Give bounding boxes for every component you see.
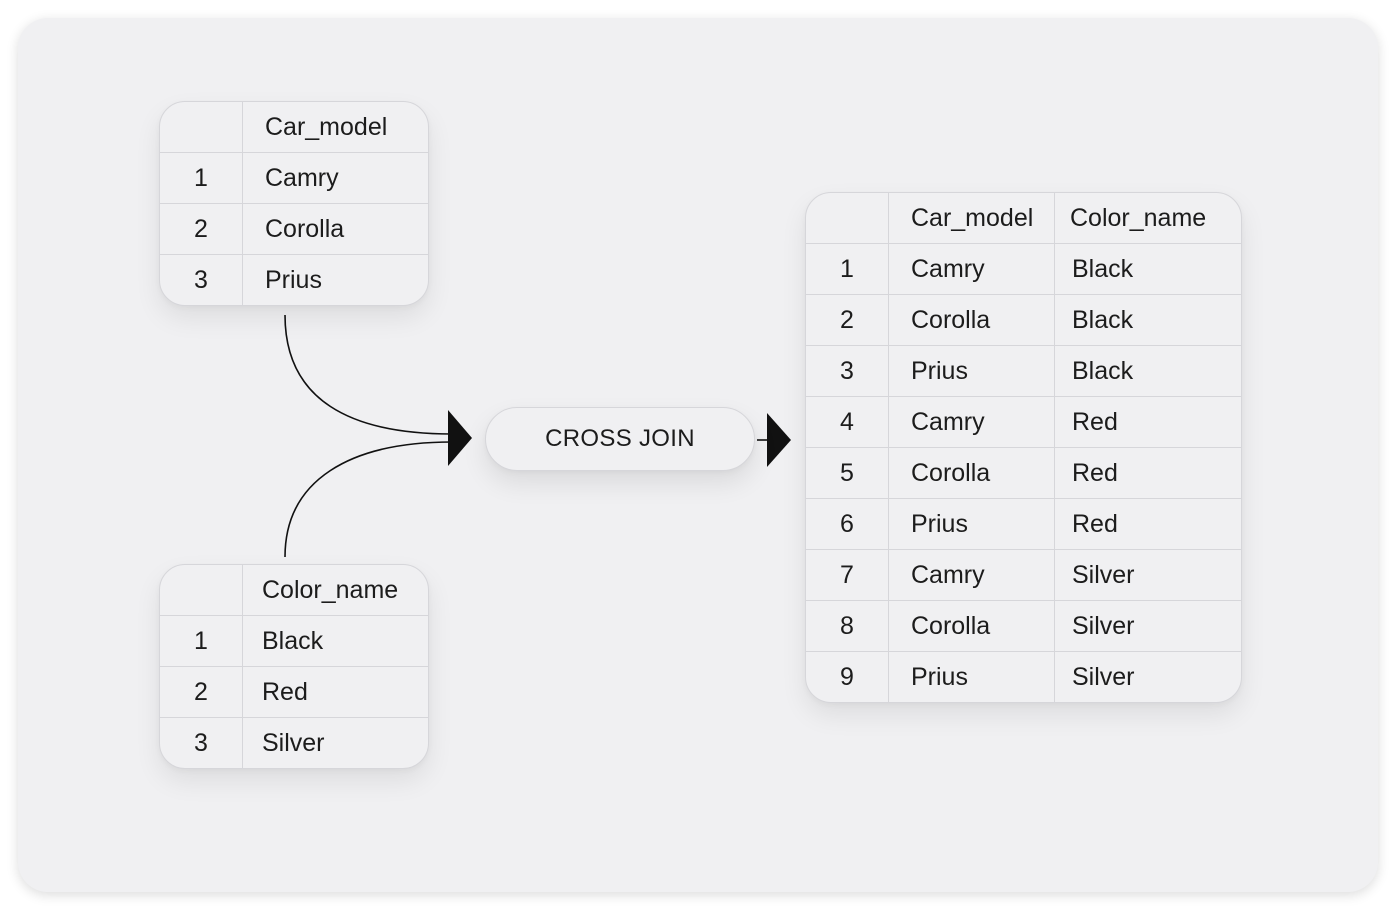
column-header: Car_model xyxy=(889,193,1055,244)
table-cell: Camry xyxy=(889,244,1055,295)
table-header-row: Color_name xyxy=(160,565,428,616)
table-cell: Red xyxy=(1055,448,1241,499)
table-header-row: Car_model Color_name xyxy=(806,193,1241,244)
cross-join-node: CROSS JOIN xyxy=(485,407,755,471)
table-cell: Corolla xyxy=(243,204,428,255)
row-index: 2 xyxy=(160,667,243,718)
table-cell: Prius xyxy=(889,652,1055,702)
index-header-cell xyxy=(160,102,243,153)
row-index: 9 xyxy=(806,652,889,702)
table-cell: Prius xyxy=(265,265,322,294)
table-row: 2 Corolla Black xyxy=(806,295,1241,346)
table-row: 6 Prius Red xyxy=(806,499,1241,550)
table-row: 5 Corolla Red xyxy=(806,448,1241,499)
row-index: 1 xyxy=(160,616,243,667)
table-row: 1 Camry xyxy=(160,153,428,204)
row-index: 2 xyxy=(806,295,889,346)
table-row: 4 Camry Red xyxy=(806,397,1241,448)
row-index: 5 xyxy=(806,448,889,499)
table-row: 2 Corolla xyxy=(160,204,428,255)
table-cell: Camry xyxy=(889,550,1055,601)
table-cell: Silver xyxy=(1055,550,1241,601)
row-index: 7 xyxy=(806,550,889,601)
table-cell: Black xyxy=(1055,346,1241,397)
column-header: Car_model xyxy=(243,102,428,153)
column-header: Color_name xyxy=(1055,193,1241,244)
table-cell: Silver xyxy=(262,728,325,757)
index-header-cell xyxy=(160,565,243,616)
table-cell: Prius xyxy=(889,499,1055,550)
colors-table: Color_name 1 Black 2 Red 3 Silver xyxy=(159,564,429,769)
row-index: 3 xyxy=(160,255,243,305)
table-cell: Camry xyxy=(889,397,1055,448)
table-cell: Corolla xyxy=(889,295,1055,346)
table-row: 1 Black xyxy=(160,616,428,667)
cross-join-label: CROSS JOIN xyxy=(545,425,695,452)
column-header: Color_name xyxy=(243,565,428,616)
table-row: 3 Prius Black xyxy=(806,346,1241,397)
table-row: 3 Silver xyxy=(160,718,428,768)
row-index: 4 xyxy=(806,397,889,448)
table-cell: Silver xyxy=(1055,601,1241,652)
table-row: 1 Camry Black xyxy=(806,244,1241,295)
table-row: 8 Corolla Silver xyxy=(806,601,1241,652)
table-cell: Silver xyxy=(1072,662,1135,691)
cars-table: Car_model 1 Camry 2 Corolla 3 Prius xyxy=(159,101,429,306)
index-header-cell xyxy=(806,193,889,244)
table-cell: Black xyxy=(1055,295,1241,346)
table-cell: Red xyxy=(243,667,428,718)
table-cell: Corolla xyxy=(889,601,1055,652)
row-index: 3 xyxy=(160,718,243,768)
table-cell: Black xyxy=(243,616,428,667)
row-index: 6 xyxy=(806,499,889,550)
table-row: 9 Prius Silver xyxy=(806,652,1241,702)
table-row: 7 Camry Silver xyxy=(806,550,1241,601)
table-cell: Prius xyxy=(889,346,1055,397)
table-cell: Red xyxy=(1055,397,1241,448)
table-row: 2 Red xyxy=(160,667,428,718)
row-index: 8 xyxy=(806,601,889,652)
row-index: 1 xyxy=(160,153,243,204)
row-index: 1 xyxy=(806,244,889,295)
table-cell: Corolla xyxy=(889,448,1055,499)
row-index: 2 xyxy=(160,204,243,255)
row-index: 3 xyxy=(806,346,889,397)
table-header-row: Car_model xyxy=(160,102,428,153)
table-cell: Red xyxy=(1055,499,1241,550)
table-cell: Camry xyxy=(243,153,428,204)
result-table: Car_model Color_name 1 Camry Black 2 Cor… xyxy=(805,192,1242,703)
table-row: 3 Prius xyxy=(160,255,428,305)
table-cell: Black xyxy=(1055,244,1241,295)
